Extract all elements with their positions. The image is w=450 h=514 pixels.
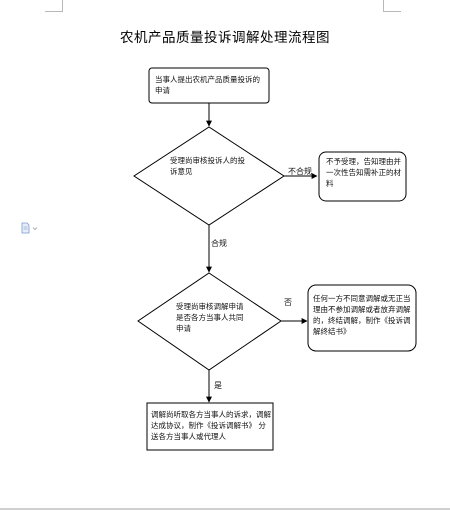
reject-text: 不予受理，告知理由并一次性告知需补正的材料: [326, 157, 401, 188]
mediate-text: 调解尚听取各方当事人的诉求，调解达成协议，制作《投诉调解书》 分送各方当事人或代…: [151, 410, 271, 441]
edge-label-yes: 是: [214, 381, 222, 390]
edge-label-pass: 合规: [211, 239, 227, 248]
reject-box: [318, 151, 407, 202]
crop-mark-top-left-h: [45, 11, 63, 12]
terminate-text: 任何一方不同意调解或无正当理由不参加调解或者放弃调解的，终结调解，制作《投诉调解…: [313, 294, 411, 336]
start-text: 当事人提出农机产品质量投诉的申请: [155, 75, 260, 95]
decision1-text: 受理尚审核投诉人的投诉意见: [170, 156, 245, 176]
mediate-box: [146, 402, 274, 451]
edge-label-fail: 不合规: [288, 167, 312, 176]
edge-label-no: 否: [284, 298, 292, 307]
terminate-box: [307, 284, 417, 352]
page-title: 农机产品质量投诉调解处理流程图: [120, 30, 330, 46]
bottom-rule: [0, 508, 450, 510]
crop-mark-top-left-v: [62, 0, 63, 11]
crop-mark-top-right-v: [383, 0, 384, 11]
decision2-text: 受理尚审核调解申请是否各方当事人共同申请: [176, 302, 244, 333]
crop-mark-top-right-h: [383, 11, 401, 12]
document-icon[interactable]: [20, 222, 42, 234]
